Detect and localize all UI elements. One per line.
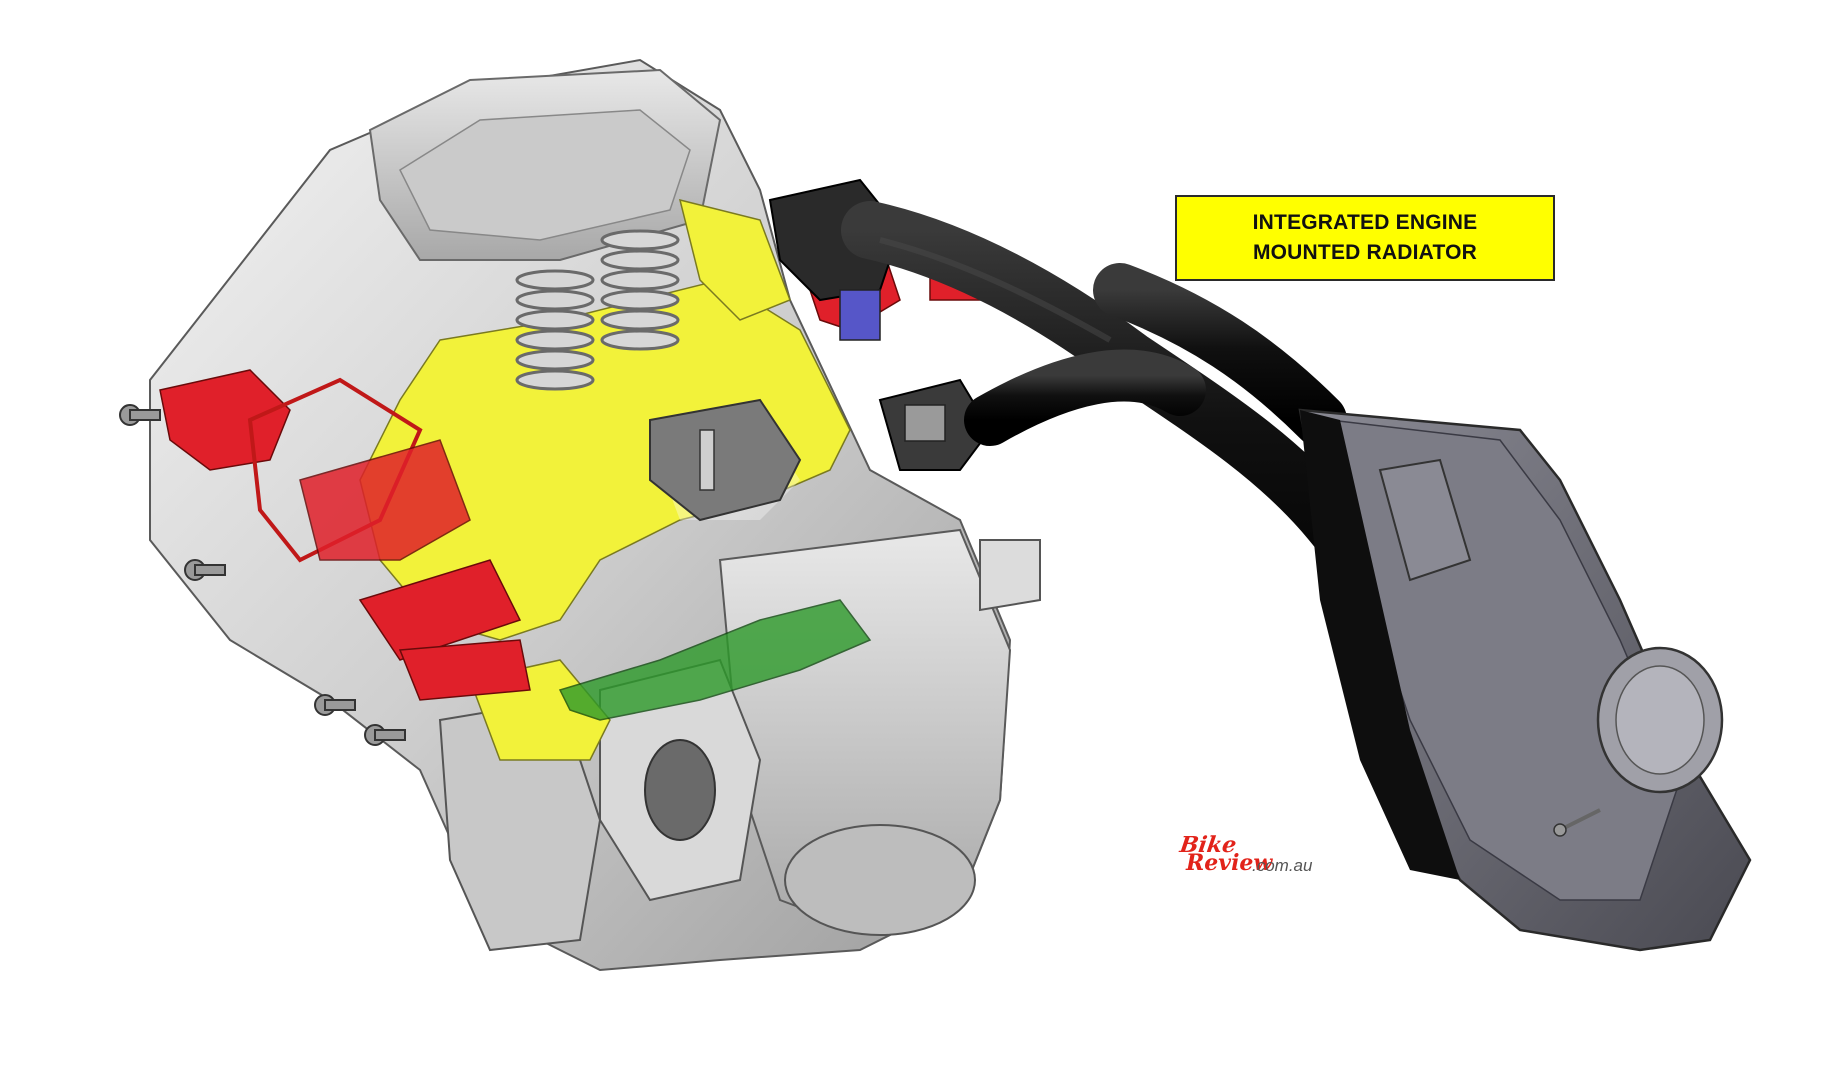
radiator — [1298, 408, 1752, 952]
red-section-cut — [159, 239, 1011, 701]
cover-bolts — [119, 404, 406, 746]
callout-line-1: INTEGRATED ENGINE — [1252, 211, 1478, 234]
watermark-brand-bottom: Review — [1186, 850, 1273, 876]
green-section-cut — [558, 599, 872, 721]
combustion-chamber — [649, 398, 802, 522]
callout-line-2: MOUNTED RADIATOR — [1252, 241, 1478, 264]
valve-springs — [515, 229, 680, 391]
watermark-domain: .com.au — [1252, 856, 1313, 875]
bikereview-watermark: Bike Review .com.au — [1178, 832, 1350, 882]
radiator-callout-label: INTEGRATED ENGINE MOUNTED RADIATOR — [1175, 195, 1555, 281]
